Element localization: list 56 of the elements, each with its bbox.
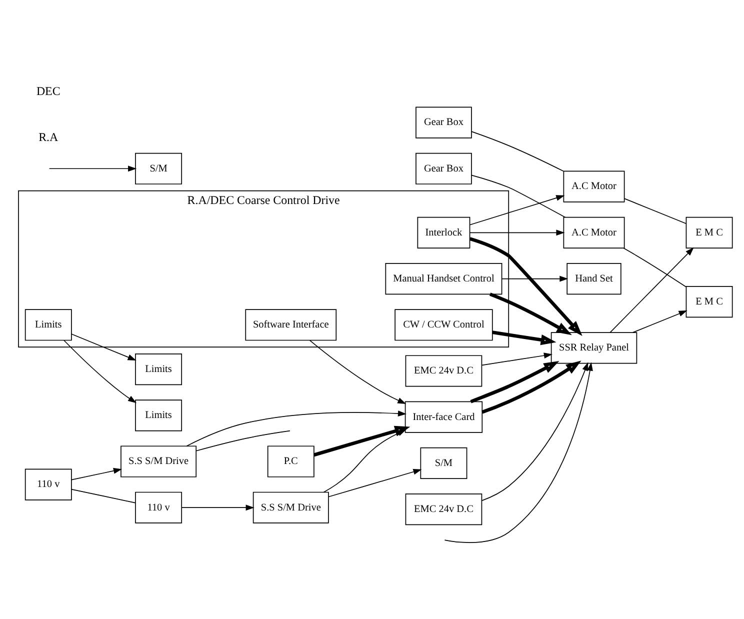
arrow — [71, 468, 122, 480]
arrow — [63, 340, 137, 404]
arrow — [469, 230, 565, 236]
arrow — [444, 362, 593, 543]
arrow — [470, 360, 560, 404]
arrow — [502, 276, 568, 282]
node-box: P.C — [267, 446, 314, 478]
connector — [624, 198, 687, 224]
arrow — [71, 334, 136, 361]
node-box: S/M — [420, 447, 468, 479]
node-box: S.S S/M Drive — [120, 446, 197, 478]
connector — [471, 174, 566, 218]
arrow — [482, 352, 552, 366]
arrow — [186, 410, 407, 446]
node-box: Inter-face Card — [404, 401, 483, 433]
node-box: Limits — [135, 353, 182, 386]
arrow — [309, 340, 406, 404]
arrow — [181, 504, 254, 511]
node-box: Limits — [135, 400, 182, 432]
connector — [471, 131, 564, 172]
node-box: Manual Handset Control — [385, 262, 502, 295]
arrow — [328, 468, 422, 498]
label: R.A — [38, 130, 58, 144]
node-box: CW / CCW Control — [394, 309, 493, 341]
connector — [623, 248, 686, 288]
node-box: EMC 24v D.C — [405, 494, 482, 526]
node-box: E M C — [686, 216, 733, 248]
node-box: EMC 24v D.C — [405, 355, 482, 387]
node-box: SSR Relay Panel — [550, 332, 638, 364]
node-box: Software Interface — [245, 309, 337, 341]
arrow — [489, 292, 572, 336]
arrow — [492, 330, 556, 346]
arrow — [314, 426, 410, 457]
node-box: A.C Motor — [563, 170, 625, 202]
label: DEC — [36, 84, 60, 98]
arrow — [610, 247, 694, 333]
arrow — [482, 362, 593, 501]
node-box: Hand Set — [566, 262, 622, 295]
arrow — [632, 310, 688, 333]
node-box: Limits — [24, 309, 72, 341]
node-box: 110 v — [135, 492, 182, 524]
node-box: Gear Box — [416, 152, 472, 184]
arrow — [469, 237, 582, 336]
arrow — [48, 166, 137, 172]
node-box: Gear Box — [416, 106, 472, 138]
node-box: 110 v — [24, 468, 72, 500]
connector — [71, 488, 136, 504]
node-box: Interlock — [417, 216, 470, 248]
arrow — [469, 195, 565, 226]
arrow — [323, 430, 406, 493]
connector — [196, 430, 290, 452]
node-box: S/M — [135, 152, 182, 184]
node-box: A.C Motor — [563, 216, 625, 248]
node-box: E M C — [686, 286, 733, 318]
arrow — [482, 360, 582, 414]
node-box: S.S S/M Drive — [252, 492, 329, 524]
